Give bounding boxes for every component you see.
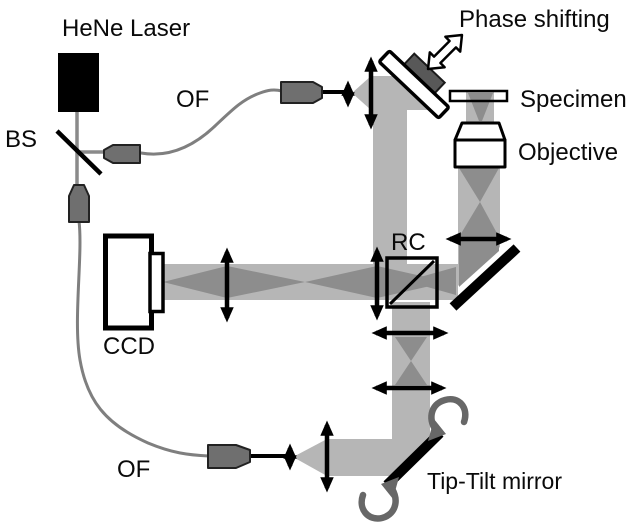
rc-cube-outline: [385, 256, 439, 309]
label-phase-shifting: Phase shifting: [459, 6, 610, 33]
fiber-coupler-bs-down: [68, 184, 90, 223]
fiber-left: [75, 219, 211, 458]
fiber-coupler-illumination: [207, 444, 251, 469]
label-bs: BS: [5, 126, 37, 153]
beam-cone-ccd-1: [163, 266, 305, 298]
label-ccd: CCD: [103, 333, 155, 360]
label-specimen: Specimen: [520, 86, 627, 113]
beam-dark-cones: [163, 93, 499, 385]
beam-splitter-plate: [55, 129, 103, 176]
fiber-coupler-reference: [280, 81, 323, 104]
beam-cone-objective-upper: [459, 168, 499, 202]
tip-tilt-mirror: [383, 429, 444, 489]
fold-mirror: [449, 244, 521, 311]
rotation-arrow-bottom-icon: [358, 477, 399, 522]
beam-cone-relay-lower: [395, 361, 427, 385]
fiber-top: [139, 88, 284, 156]
ccd-sensor: [148, 251, 165, 314]
label-of-bottom: OF: [117, 456, 150, 483]
hene-laser-box: [58, 53, 99, 112]
phase-shift-motion-arrow-icon: [426, 33, 464, 71]
fiber-couplers: [68, 81, 323, 469]
lenses: [220, 56, 512, 493]
diagram-labels: HeNe Laser Phase shifting Specimen Objec…: [5, 6, 627, 494]
rotation-arrow-top-icon: [428, 395, 469, 441]
objective-barrel: [453, 138, 507, 169]
objective-taper: [453, 121, 507, 142]
optical-fibers: [75, 88, 284, 458]
label-of-top: OF: [176, 86, 209, 113]
beam-cone-relay-upper: [395, 337, 427, 361]
recombining-cube: [385, 256, 439, 309]
laser-beam-lines: [75, 112, 106, 186]
label-tip-tilt-mirror: Tip-Tilt mirror: [427, 468, 562, 494]
fiber-coupler-bs-right: [103, 144, 141, 164]
beam-cone-mirror-to-rc: [406, 267, 456, 295]
label-rc: RC: [391, 229, 426, 256]
phase-shifting-mirror-assembly: [378, 49, 450, 120]
label-hene-laser: HeNe Laser: [62, 15, 190, 42]
specimen-slide: [448, 89, 509, 103]
objective-lens-body: [453, 121, 507, 169]
ccd-body: [103, 233, 154, 331]
ccd-camera: [103, 233, 165, 331]
label-objective: Objective: [518, 139, 618, 166]
phase-shifting-mirror: [378, 49, 450, 120]
rc-cube-diagonal: [388, 259, 436, 306]
